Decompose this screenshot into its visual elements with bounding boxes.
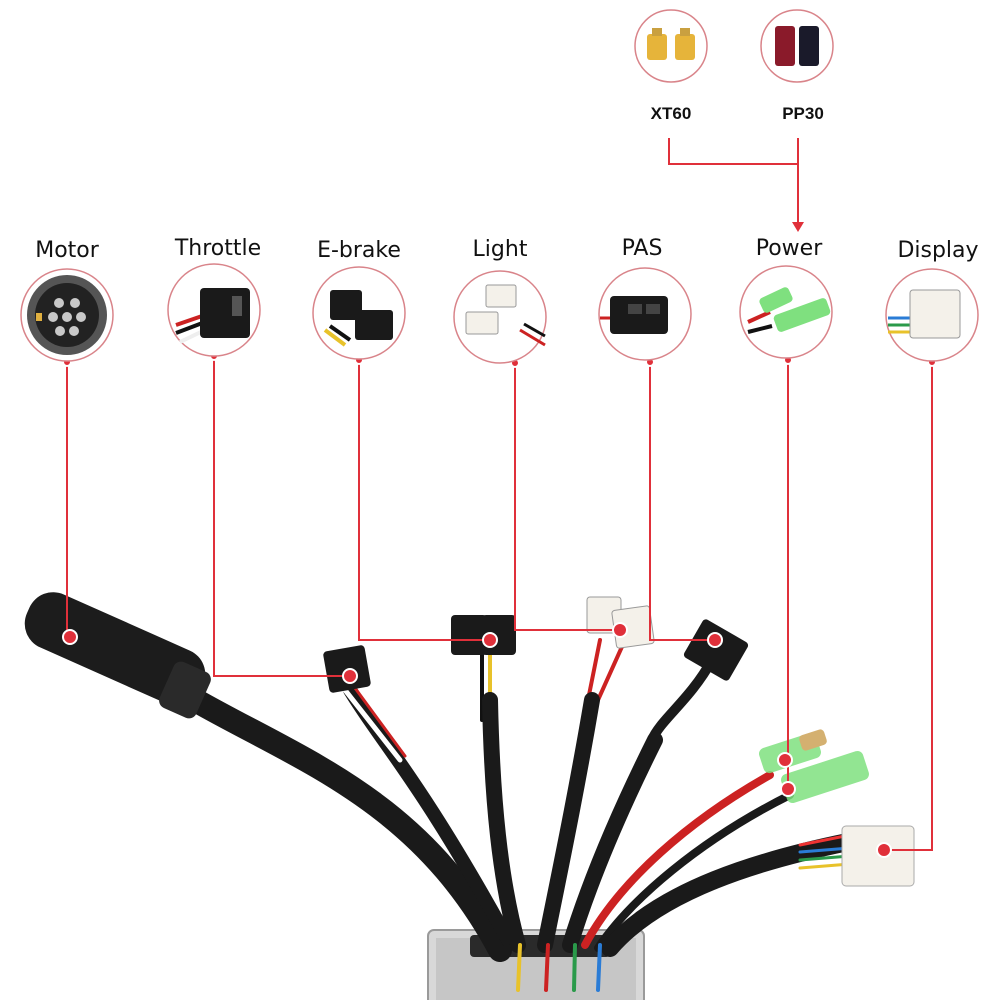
cable-bundle: [183, 638, 857, 992]
battery-label-xt60: XT60: [650, 104, 692, 123]
light-connector-icon: [453, 270, 547, 364]
pas-connector-icon: [598, 267, 692, 361]
pp30-connector-icon: [760, 9, 834, 83]
leader-lines: [66, 138, 933, 851]
port-label-motor: Motor: [35, 238, 99, 263]
port-label-light: Light: [472, 237, 528, 262]
port-label-ebrake: E-brake: [317, 238, 401, 263]
port-label-display: Display: [897, 238, 979, 263]
motor-plug: [24, 592, 211, 719]
port-label-pas: PAS: [621, 236, 663, 261]
power-connector-icon: [739, 265, 833, 359]
throttle-connector-icon: [167, 263, 261, 357]
xt60-connector-icon: [634, 9, 708, 83]
port-label-throttle: Throttle: [174, 236, 262, 261]
port-label-power: Power: [755, 236, 823, 261]
ebrake-connector-icon: [312, 266, 406, 360]
motor-connector-icon: [20, 268, 114, 362]
battery-label-pp30: PP30: [782, 104, 824, 123]
display-connector-icon: [885, 268, 979, 362]
